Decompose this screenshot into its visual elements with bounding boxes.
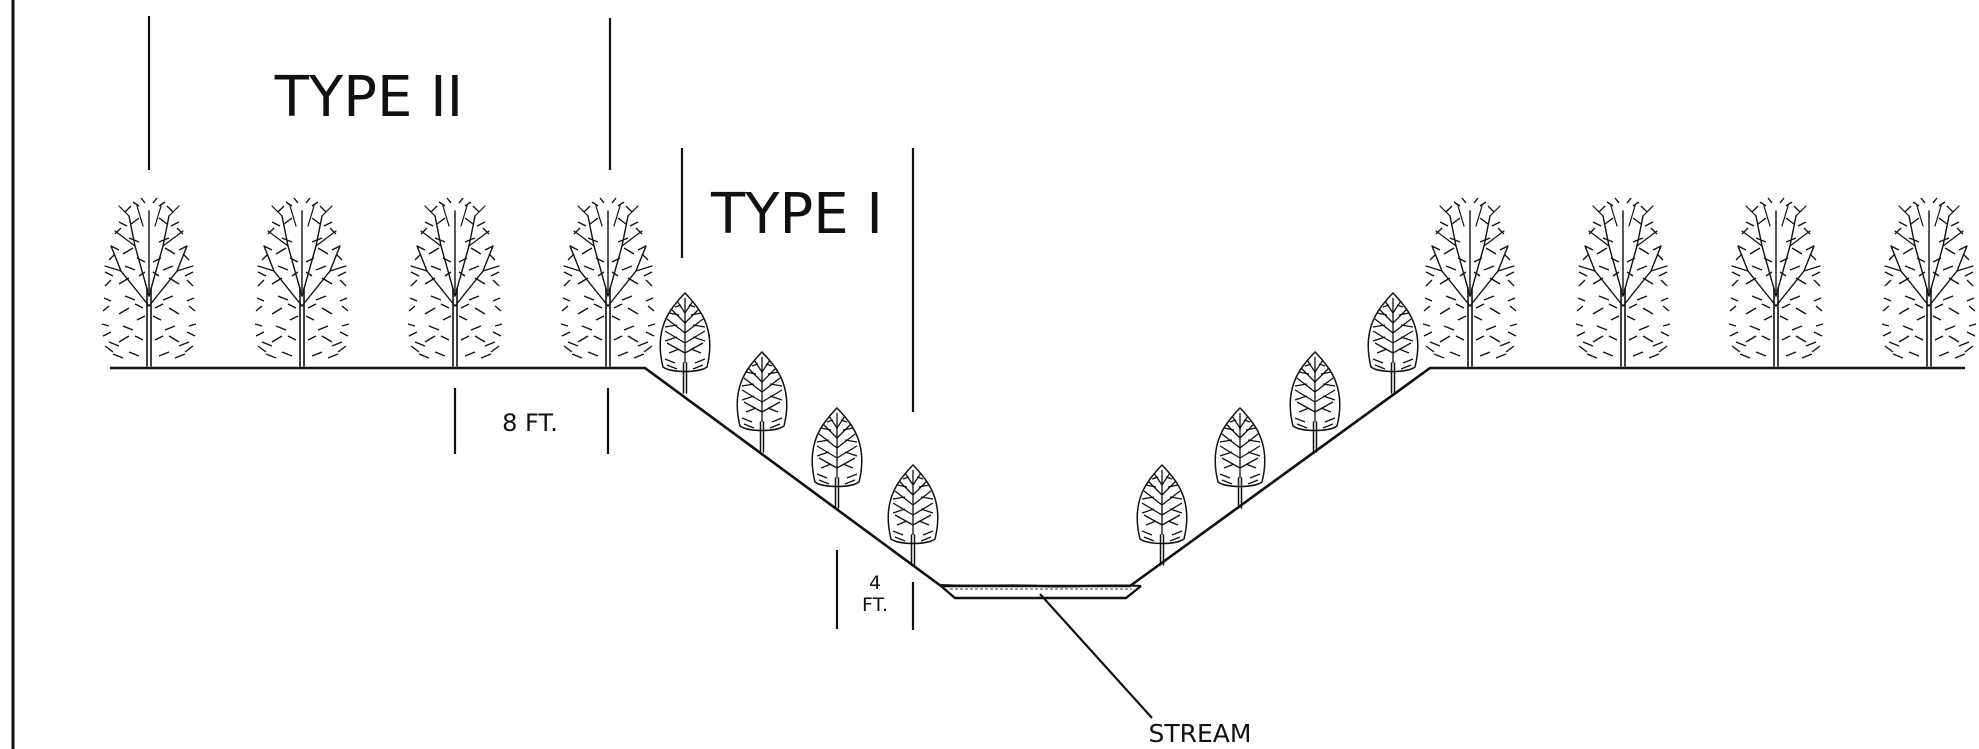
small-tree-icon [659, 292, 711, 394]
small-tree-icon [736, 351, 788, 453]
stream-channel [940, 584, 1142, 600]
stream-label: STREAM [1149, 719, 1252, 748]
stream-leader-line [1039, 593, 1153, 719]
tree-icon [1422, 197, 1518, 367]
tree-icon [1575, 197, 1671, 367]
tree-icon [254, 197, 350, 367]
dim-4ft-label-unit: FT. [862, 594, 888, 616]
small-tree-icon [1289, 351, 1341, 453]
terrain-profile-line [110, 366, 1965, 588]
tree-icon [407, 197, 503, 367]
type-ii-label: TYPE II [274, 65, 463, 130]
small-tree-icon [1367, 292, 1419, 394]
dim-4ft-label-number: 4 [869, 572, 881, 594]
tree-icon [560, 197, 656, 367]
type-i-label: TYPE I [710, 182, 883, 247]
small-tree-icon [887, 464, 939, 566]
small-tree-icon [811, 407, 863, 509]
tree-icon [1881, 197, 1977, 367]
dim-8ft-label: 8 FT. [502, 409, 558, 437]
tree-icon [101, 197, 197, 367]
tree-icon [1728, 197, 1824, 367]
